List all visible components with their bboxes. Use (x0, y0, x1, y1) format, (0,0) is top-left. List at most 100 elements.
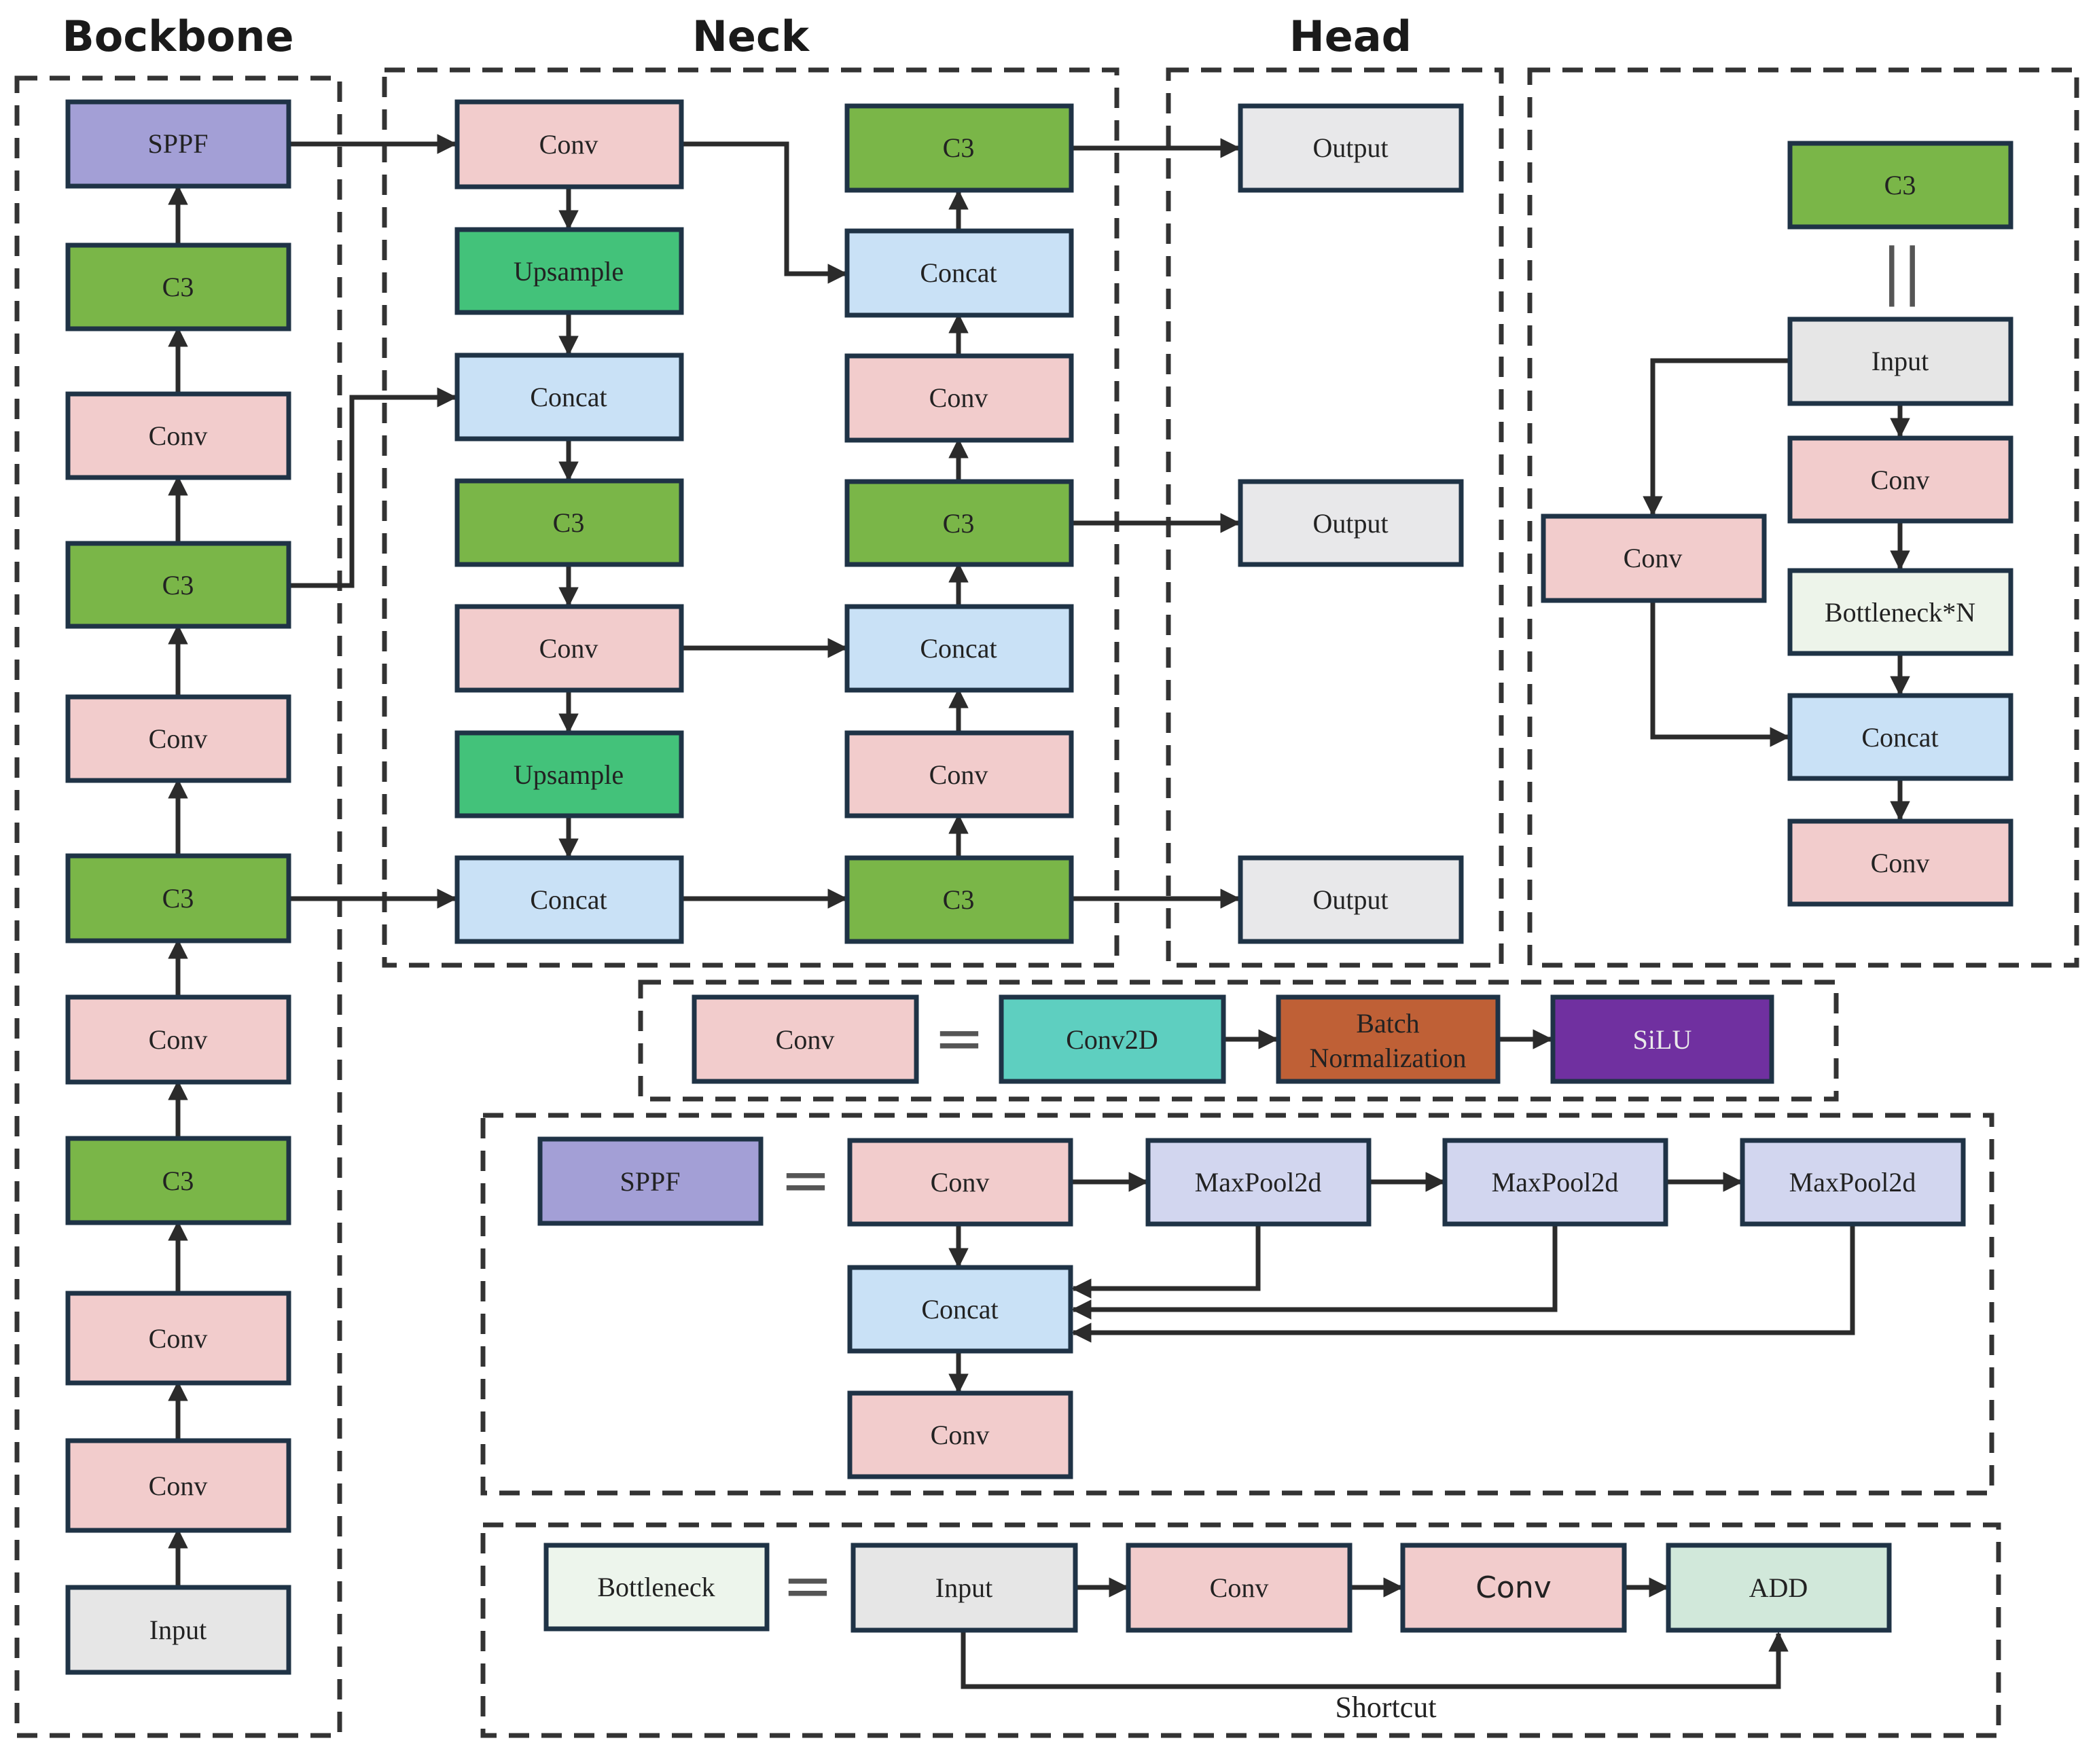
equivalence-sign: || (1882, 236, 1923, 307)
bottleneck-def-conv-block: Conv (1126, 1543, 1353, 1633)
block-label: C3 (1884, 170, 1916, 200)
conv-def-frame (638, 979, 1839, 1102)
block-label: MaxPool2d (1492, 1167, 1619, 1198)
block-label: Output (1312, 508, 1388, 539)
block-label: Conv (539, 633, 598, 664)
block-label: Conv (1871, 848, 1930, 878)
block-label: Conv (149, 1024, 208, 1055)
neck-left-column: Conv Upsample Concat C3 Conv Upsample Co… (454, 99, 684, 944)
block-label: Conv (1624, 543, 1683, 573)
backbone-frame (14, 75, 342, 1738)
block-label: Conv (539, 129, 598, 160)
shortcut-label: Shortcut (1335, 1691, 1436, 1724)
block-label: C3 (162, 272, 194, 302)
backbone-conv-block: Conv (65, 391, 291, 480)
block-label: C3 (162, 883, 194, 914)
sppf-def-maxpool-block: MaxPool2d (1442, 1138, 1668, 1227)
neck-conv-block: Conv (454, 99, 684, 190)
block-label: Concat (920, 633, 997, 664)
block-label: Conv (776, 1024, 835, 1055)
sppf-def-conv-block: Conv (847, 1138, 1073, 1227)
block-label: C3 (162, 1166, 194, 1196)
block-label: Output (1312, 884, 1388, 915)
c3-detail-concat-block: Concat (1787, 693, 2013, 781)
block-label: Output (1312, 132, 1388, 163)
neck-c3-block: C3 (844, 855, 1074, 944)
block-label: Bottleneck*N (1825, 597, 1975, 628)
neck-concat-block: Concat (844, 228, 1074, 318)
block-label: Conv (149, 420, 208, 451)
conv-definition: Conv = Conv2D Batch Normalization SiLU (692, 994, 1774, 1084)
neck-concat-block: Concat (454, 353, 684, 442)
block-label: Conv (149, 1323, 208, 1354)
sppf-def-conv-block: Conv (847, 1390, 1073, 1479)
bottleneck-def-input-block: Input (850, 1543, 1078, 1633)
neck-conv-block: Conv (844, 730, 1074, 818)
block-label: Conv (931, 1167, 990, 1198)
head-title: Head (1289, 12, 1412, 61)
block-label: Upsample (514, 759, 624, 790)
neck-right-column: C3 Concat Conv C3 Concat Conv C3 (844, 103, 1074, 944)
c3-detail: C3 || Input Conv Conv Bottleneck*N Conca… (1541, 141, 2013, 907)
block-label: MaxPool2d (1789, 1167, 1916, 1198)
conv-def-batchnorm-block: Batch Normalization (1276, 994, 1501, 1084)
backbone-conv-block: Conv (65, 1438, 291, 1533)
block-label: C3 (943, 884, 975, 915)
head-output-block: Output (1238, 855, 1464, 944)
block-label: Conv (149, 723, 208, 754)
c3-detail-conv-block: Conv (1787, 818, 2013, 907)
neck-upsample-block: Upsample (454, 730, 684, 818)
neck-conv-block: Conv (454, 604, 684, 693)
head-output-block: Output (1238, 103, 1464, 193)
block-label: Conv2D (1066, 1024, 1158, 1055)
block-label: Conv (1475, 1570, 1552, 1605)
neck-c3-block: C3 (454, 478, 684, 567)
neck-frame (382, 67, 1120, 968)
sppf-def-maxpool-block: MaxPool2d (1740, 1138, 1966, 1227)
neck-title: Neck (692, 12, 810, 61)
c3-detail-bottleneck-n-block: Bottleneck*N (1787, 568, 2013, 656)
backbone-input-block: Input (65, 1585, 291, 1675)
neck-concat-block: Concat (844, 604, 1074, 693)
equals-sign: = (782, 1550, 833, 1621)
backbone-conv-block: Conv (65, 1291, 291, 1386)
block-label: Concat (921, 1294, 998, 1325)
head-frame (1166, 67, 1504, 968)
c3-detail-title-block: C3 (1787, 141, 2013, 230)
bottleneck-definition: Bottleneck = Input Conv Conv ADD Shortcu… (543, 1543, 1892, 1724)
block-label: Conv (1210, 1572, 1269, 1603)
c3-detail-conv-block: Conv (1787, 435, 2013, 524)
block-label: Conv (931, 1420, 990, 1450)
neck-c3-block: C3 (844, 103, 1074, 193)
neck-upsample-block: Upsample (454, 227, 684, 315)
block-label-line1: Batch (1356, 1008, 1419, 1039)
block-label: C3 (943, 508, 975, 539)
neck-concat-block: Concat (454, 855, 684, 944)
bottleneck-def-frame (480, 1522, 2001, 1738)
bottleneck-def-conv-block: Conv (1400, 1543, 1627, 1633)
neck-conv-block: Conv (844, 353, 1074, 443)
sppf-def-sppf-block: SPPF (537, 1136, 764, 1226)
block-label: MaxPool2d (1195, 1167, 1322, 1198)
block-label: Concat (530, 884, 607, 915)
connection-lines (168, 134, 1910, 1689)
backbone-c3-block: C3 (65, 1136, 291, 1225)
block-label: C3 (943, 132, 975, 163)
block-label: Upsample (514, 256, 624, 287)
sppf-definition: SPPF = Conv MaxPool2d MaxPool2d MaxPool2… (537, 1136, 1966, 1479)
conv-def-silu-block: SiLU (1550, 994, 1774, 1084)
backbone-c3-block: C3 (65, 242, 291, 331)
block-label: Conv (149, 1471, 208, 1501)
block-label: Conv (929, 382, 988, 413)
c3-detail-frame (1527, 67, 2079, 968)
backbone-conv-block: Conv (65, 694, 291, 783)
block-label: Concat (920, 257, 997, 288)
conv-def-conv2d-block: Conv2D (999, 994, 1226, 1084)
neck-c3-block: C3 (844, 479, 1074, 567)
backbone-sppf-block: SPPF (65, 99, 291, 189)
backbone-c3-block: C3 (65, 853, 291, 943)
backbone-conv-block: Conv (65, 994, 291, 1085)
bottleneck-def-add-block: ADD (1666, 1543, 1892, 1633)
c3-detail-side-conv-block: Conv (1541, 514, 1767, 603)
